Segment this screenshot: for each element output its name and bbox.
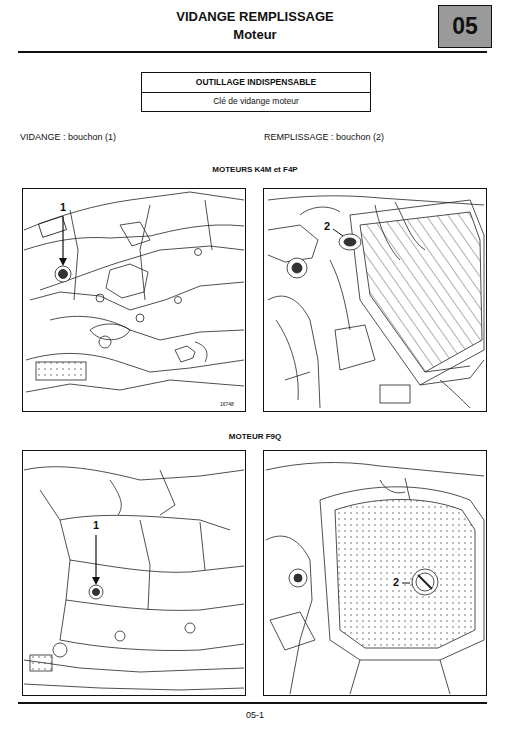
drain-view-k4m bbox=[24, 192, 244, 392]
header-rule bbox=[18, 51, 487, 53]
chapter-box: 05 bbox=[438, 5, 492, 48]
section-heading: MOTEURS K4M et F4P bbox=[120, 165, 390, 174]
fill-view-k4m bbox=[268, 196, 484, 408]
leader-line bbox=[95, 535, 96, 580]
drain-note: VIDANGE : bouchon (1) bbox=[20, 132, 240, 142]
page-subtitle: Moteur bbox=[120, 27, 390, 42]
fill-view-f9q bbox=[266, 463, 484, 694]
page-number: 05-1 bbox=[200, 710, 310, 720]
figure-panel: 1 bbox=[22, 450, 246, 696]
figure-panel: 1 16748 bbox=[22, 188, 246, 412]
figure-panel: 2 bbox=[263, 188, 487, 412]
leader-line bbox=[402, 583, 410, 584]
fill-note: REMPLISSAGE : bouchon (2) bbox=[264, 132, 484, 142]
footer-rule bbox=[18, 702, 487, 704]
table-header: OUTILLAGE INDISPENSABLE bbox=[142, 78, 370, 87]
drain-view-f9q bbox=[24, 467, 244, 690]
callout-number: 2 bbox=[323, 220, 331, 232]
page-title: VIDANGE REMPLISSAGE bbox=[120, 9, 390, 24]
arrow-head bbox=[92, 577, 100, 585]
section-heading: MOTEUR F9Q bbox=[120, 432, 390, 441]
tool-table: OUTILLAGE INDISPENSABLE Clé de vidange mo… bbox=[141, 72, 371, 112]
callout-number: 1 bbox=[59, 201, 67, 213]
callout-number: 2 bbox=[392, 576, 400, 588]
leader-line bbox=[333, 229, 343, 236]
table-cell: Clé de vidange moteur bbox=[142, 97, 370, 106]
figure-panel: 2 bbox=[263, 450, 487, 696]
figure-code: 16748 bbox=[219, 402, 235, 408]
callout-number: 1 bbox=[92, 519, 100, 531]
leader-line bbox=[62, 216, 63, 262]
chapter-number: 05 bbox=[439, 14, 491, 39]
arrow-head bbox=[59, 258, 67, 266]
table-divider bbox=[142, 92, 370, 93]
